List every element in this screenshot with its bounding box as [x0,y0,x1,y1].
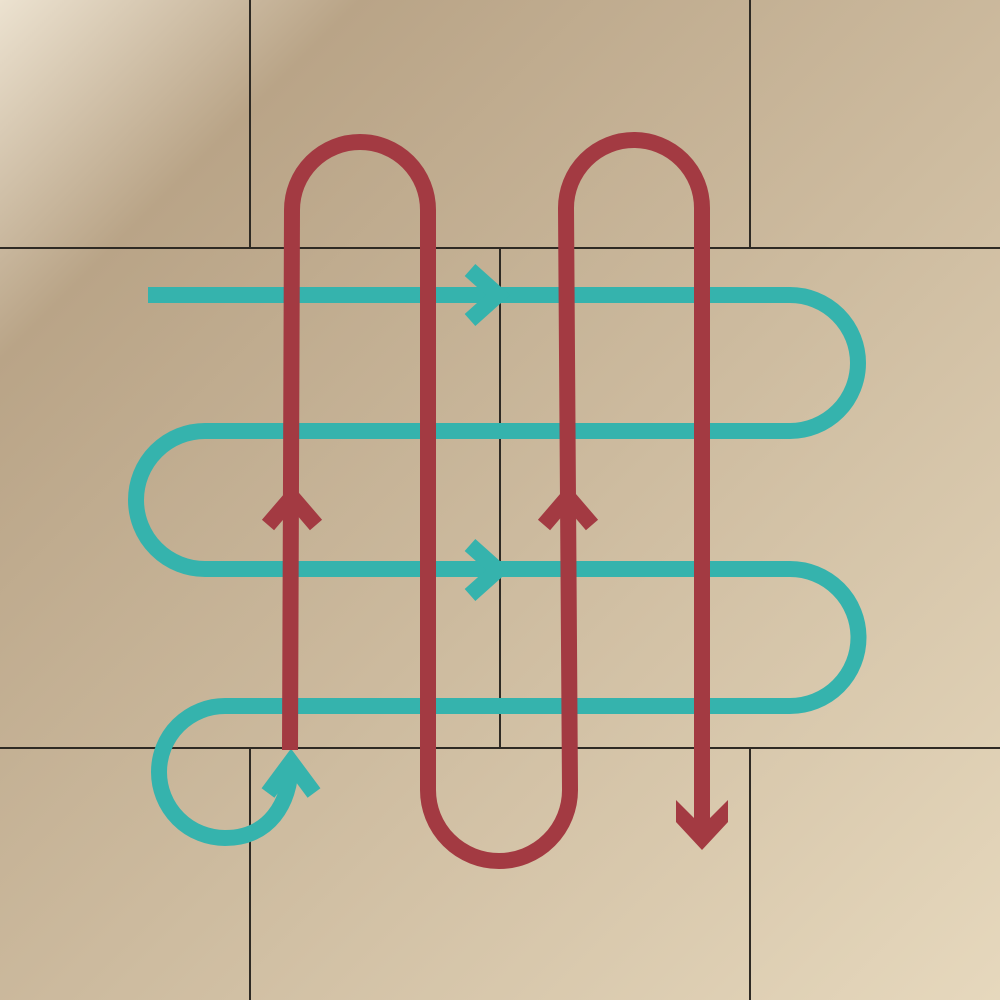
teal-arrow-head-middle [464,539,511,601]
teal-arrow-head-bottom [261,748,321,798]
red-arrow-head-left [261,484,323,531]
red-path-group [261,132,728,869]
teal-serpentine-path [128,287,867,847]
red-serpentine-path [282,132,710,869]
red-arrow-head-middle [537,484,599,531]
red-arrow-head-bottom [676,800,728,850]
teal-arrow-head-top [464,264,511,326]
teal-path-group [128,264,867,847]
